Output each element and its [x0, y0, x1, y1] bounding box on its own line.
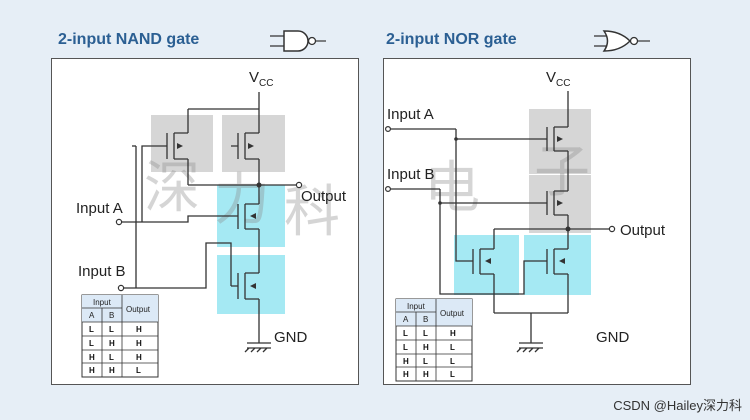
svg-text:L: L — [109, 325, 114, 334]
svg-text:H: H — [403, 370, 409, 379]
nand-nmos-b-highlight — [217, 255, 285, 314]
nand-pmos-a-highlight — [151, 115, 213, 172]
nand-output-label: Output — [301, 188, 347, 205]
svg-text:Input: Input — [407, 302, 426, 311]
nor-output-label: Output — [620, 222, 666, 239]
nand-gnd-label: GND — [274, 329, 308, 346]
nor-vcc-label: VCC — [546, 69, 570, 89]
nor-gnd-label: GND — [596, 329, 630, 346]
watermark: 深 力 科 — [144, 156, 340, 245]
svg-text:B: B — [423, 315, 428, 324]
nor-title: 2-input NOR gate — [386, 31, 517, 48]
svg-text:H: H — [89, 353, 95, 362]
nand-truth-table: Input Output A B L L H L H H H L H H H L — [81, 294, 159, 378]
svg-text:Output: Output — [440, 309, 465, 318]
nand-panel: 深 力 科 VC — [51, 58, 359, 385]
nor-input-a-label: Input A — [387, 106, 434, 123]
credit-text: CSDN @Hailey深力科 — [613, 398, 742, 413]
svg-text:B: B — [109, 311, 114, 320]
svg-text:H: H — [423, 343, 429, 352]
svg-text:H: H — [109, 339, 115, 348]
svg-text:H: H — [109, 366, 115, 375]
nand-input-a-label: Input A — [76, 200, 123, 217]
nor-pmos-a-highlight — [529, 109, 591, 174]
nor-nmos-a-highlight — [454, 235, 519, 295]
nand-vcc-label: VCC — [249, 69, 273, 89]
svg-text:H: H — [136, 325, 142, 334]
svg-text:H: H — [423, 370, 429, 379]
svg-text:L: L — [423, 357, 428, 366]
nor-input-b-label: Input B — [387, 166, 435, 183]
nand-gate-symbol-icon — [270, 30, 326, 52]
svg-text:L: L — [450, 343, 455, 352]
svg-text:L: L — [109, 353, 114, 362]
nor-nmos-b-highlight — [524, 235, 591, 295]
svg-text:科: 科 — [284, 180, 340, 245]
svg-text:L: L — [403, 329, 408, 338]
nor-truth-table: Input Output A B L L H L H L H L L H H L — [395, 298, 473, 382]
nand-input-b-label: Input B — [78, 263, 126, 280]
svg-text:H: H — [450, 329, 456, 338]
nand-title: 2-input NAND gate — [58, 31, 200, 48]
svg-text:L: L — [89, 339, 94, 348]
svg-text:Input: Input — [93, 298, 112, 307]
svg-text:A: A — [89, 311, 95, 320]
svg-text:L: L — [136, 366, 141, 375]
nor-panel: 电 子 VCC Input A Input B Output — [383, 58, 691, 385]
svg-text:L: L — [450, 370, 455, 379]
nor-gate-symbol-icon — [594, 30, 650, 52]
svg-text:L: L — [403, 343, 408, 352]
svg-text:H: H — [136, 339, 142, 348]
nand-pmos-b-highlight — [222, 115, 285, 172]
svg-text:H: H — [403, 357, 409, 366]
svg-text:H: H — [136, 353, 142, 362]
svg-text:L: L — [423, 329, 428, 338]
svg-text:L: L — [89, 325, 94, 334]
svg-text:A: A — [403, 315, 409, 324]
svg-text:Output: Output — [126, 305, 151, 314]
svg-text:H: H — [89, 366, 95, 375]
svg-text:力: 力 — [214, 168, 270, 233]
svg-text:子: 子 — [534, 140, 590, 205]
svg-text:深: 深 — [144, 156, 200, 221]
svg-text:L: L — [450, 357, 455, 366]
